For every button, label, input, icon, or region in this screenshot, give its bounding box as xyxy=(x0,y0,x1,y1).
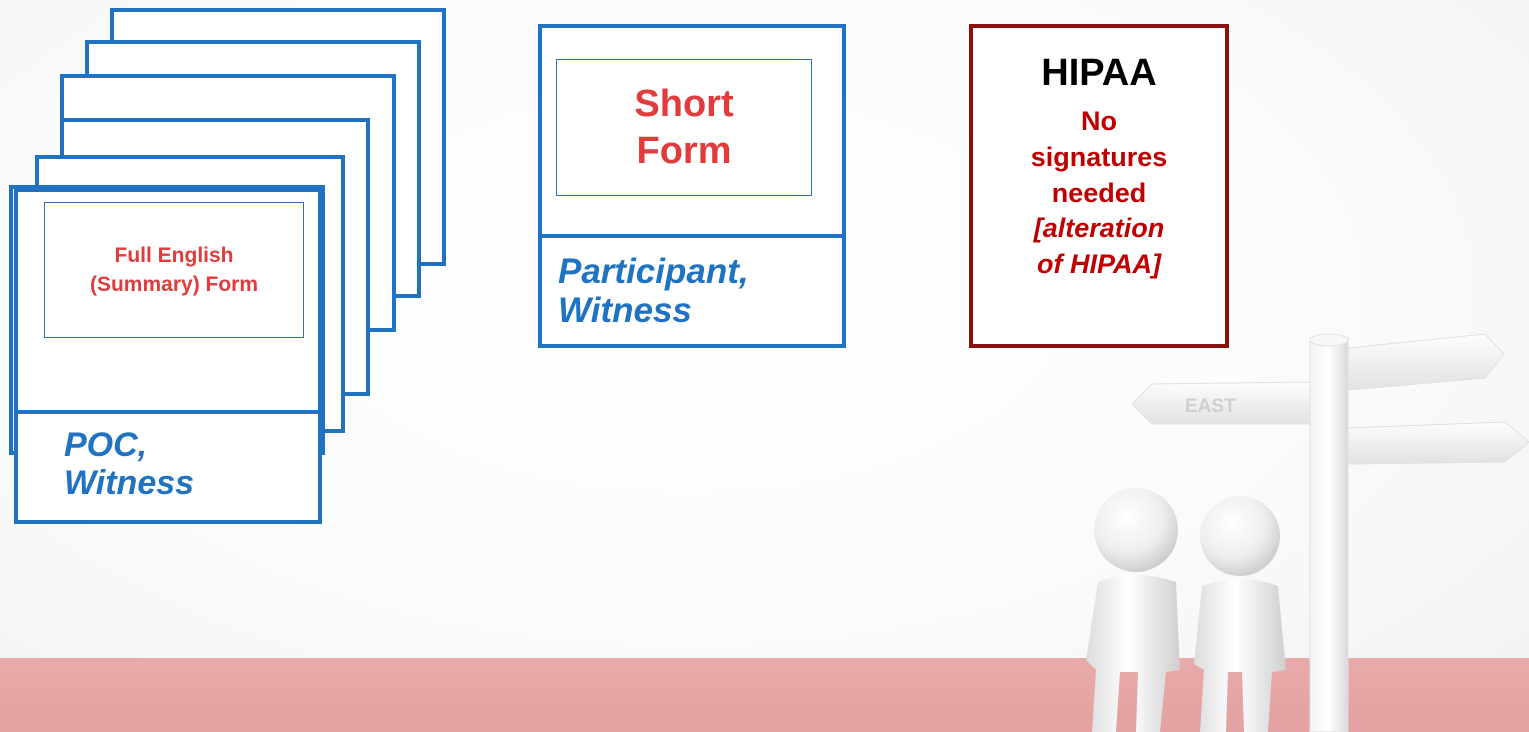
full-form-divider xyxy=(18,410,318,414)
hipaa-note-line-4: [alteration xyxy=(1033,213,1165,244)
short-form-divider xyxy=(542,234,842,238)
short-form-title-1: Short xyxy=(634,83,734,126)
short-form-title-2: Form xyxy=(636,129,732,172)
short-form-title-box: Short Form xyxy=(556,59,812,196)
hipaa-title: HIPAA xyxy=(1041,52,1157,94)
signpost-arrow-right-lower xyxy=(1347,421,1529,465)
short-form-signers: Participant, Witness xyxy=(558,252,749,330)
figure-right xyxy=(1194,496,1286,732)
hipaa-note: No signatures needed [alteration of HIPA… xyxy=(973,104,1225,284)
full-form-title-box: Full English (Summary) Form xyxy=(44,202,304,338)
signpost-pole xyxy=(1309,337,1349,732)
hipaa-box: HIPAA No signatures needed [alteration o… xyxy=(969,24,1229,348)
short-form-signer-1: Participant, xyxy=(558,252,749,291)
full-form-signers: POC, Witness xyxy=(64,426,194,502)
full-form-signer-2: Witness xyxy=(64,464,195,503)
hipaa-note-line-1: No xyxy=(1081,105,1117,136)
signpost-text: EAST xyxy=(1185,396,1236,417)
short-form-signer-2: Witness xyxy=(558,291,692,331)
figure-left xyxy=(1086,488,1180,732)
hipaa-note-line-5: of HIPAA] xyxy=(1037,249,1161,280)
signpost-arrow-right-upper xyxy=(1347,333,1505,391)
hipaa-note-line-2: signatures xyxy=(1030,141,1168,172)
signpost-figures-illustration: EAST xyxy=(1086,333,1529,732)
full-form-title: Full English (Summary) Form xyxy=(89,243,259,296)
full-form-page: Full English (Summary) Form POC, Witness xyxy=(14,188,322,524)
full-form-signer-1: POC, xyxy=(64,426,148,464)
hipaa-note-line-3: needed xyxy=(1051,177,1147,208)
signpost-arrow-left xyxy=(1131,381,1311,425)
short-form-page: Short Form Participant, Witness xyxy=(538,24,846,348)
